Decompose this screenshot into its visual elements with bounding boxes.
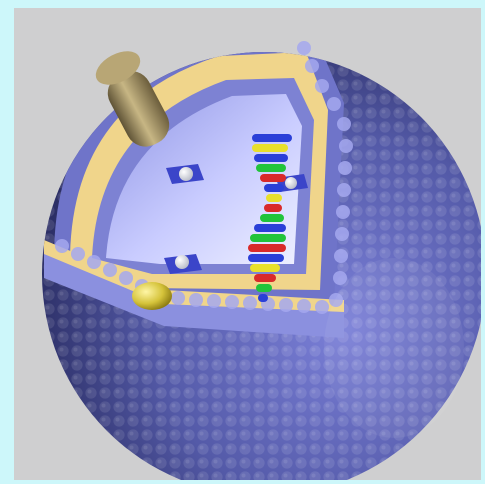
illustration-panel — [14, 8, 481, 480]
sphere-highlight — [324, 258, 464, 438]
embedded-gold-particle — [132, 282, 172, 310]
liposome-illustration — [14, 8, 481, 480]
